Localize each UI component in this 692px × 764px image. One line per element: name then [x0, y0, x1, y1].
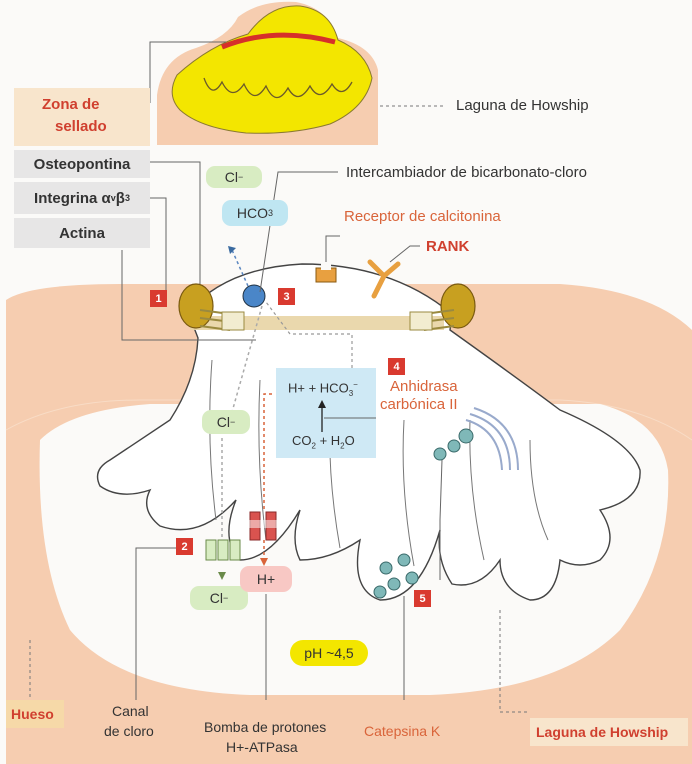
rank-label: RANK — [426, 238, 469, 256]
zona-sellado-label-1: Zona de — [42, 96, 100, 114]
cl-top-sup: − — [238, 172, 243, 182]
h-plus-text: H+ — [257, 571, 275, 587]
reaction-top: H+ + HCO3− — [288, 376, 358, 403]
osteopontina-label: Osteopontina — [34, 156, 131, 173]
reaction-bottom-co: CO — [292, 433, 312, 448]
intercambiador-label: Intercambiador de bicarbonato-cloro — [346, 164, 587, 182]
cl-mid-sup: − — [230, 417, 235, 427]
laguna-bottom-label: Laguna de Howship — [536, 723, 668, 741]
reaction-bottom: CO2 + H2O — [292, 432, 355, 456]
bicarbonate-chloride-exchanger — [243, 285, 265, 307]
laguna-howship-top-label: Laguna de Howship — [456, 97, 589, 115]
h-plus-ion: H+ — [240, 566, 292, 592]
hco3-top-text: HCO — [237, 205, 268, 221]
catepsina-label: Catepsina K — [364, 722, 440, 740]
marker-4: 4 — [388, 358, 405, 375]
cl-bottom-ion: Cl− — [190, 586, 248, 610]
marker-2: 2 — [176, 538, 193, 555]
reaction-bottom-h: + H — [316, 433, 340, 448]
actina-box: Actina — [14, 218, 150, 248]
cl-bottom-text: Cl — [210, 590, 223, 606]
hueso-label: Hueso — [11, 705, 54, 723]
cl-bottom-sup: − — [223, 593, 228, 603]
anhidrasa-label-1: Anhidrasa — [390, 378, 458, 396]
bomba-label-2: H+-ATPasa — [226, 738, 298, 756]
canal-label-1: Canal — [112, 702, 149, 720]
integrina-beta: β — [116, 190, 125, 207]
marker-1: 1 — [150, 290, 167, 307]
integrina-sub-3: 3 — [125, 193, 130, 203]
integrina-label: Integrina α — [34, 190, 111, 207]
hco3-top-sub: 3 — [268, 208, 273, 218]
reaction-bottom-o: O — [345, 433, 355, 448]
actina-label: Actina — [59, 225, 105, 242]
marker-5: 5 — [414, 590, 431, 607]
reaction-top-sub: 3 — [349, 389, 353, 398]
ph-text: pH ~4,5 — [304, 645, 353, 661]
reaction-top-sup: − — [353, 380, 358, 389]
cl-mid-text: Cl — [217, 414, 230, 430]
bomba-label-1: Bomba de protones — [204, 718, 326, 736]
osteopontina-box: Osteopontina — [14, 150, 150, 178]
howship-lacuna-inset — [157, 2, 446, 145]
reaction-top-text: H+ + HCO — [288, 380, 349, 395]
marker-3: 3 — [278, 288, 295, 305]
canal-label-2: de cloro — [104, 722, 154, 740]
cl-top-text: Cl — [225, 169, 238, 185]
cl-mid-ion: Cl− — [202, 410, 250, 434]
receptor-calcitonina-label: Receptor de calcitonina — [344, 208, 501, 226]
anhidrasa-label-2: carbónica II — [380, 396, 458, 414]
cl-top-ion: Cl− — [206, 166, 262, 188]
ph-badge: pH ~4,5 — [290, 640, 368, 666]
zona-sellado-label-2: sellado — [55, 118, 107, 136]
calcitonin-receptor-icon — [316, 236, 340, 282]
